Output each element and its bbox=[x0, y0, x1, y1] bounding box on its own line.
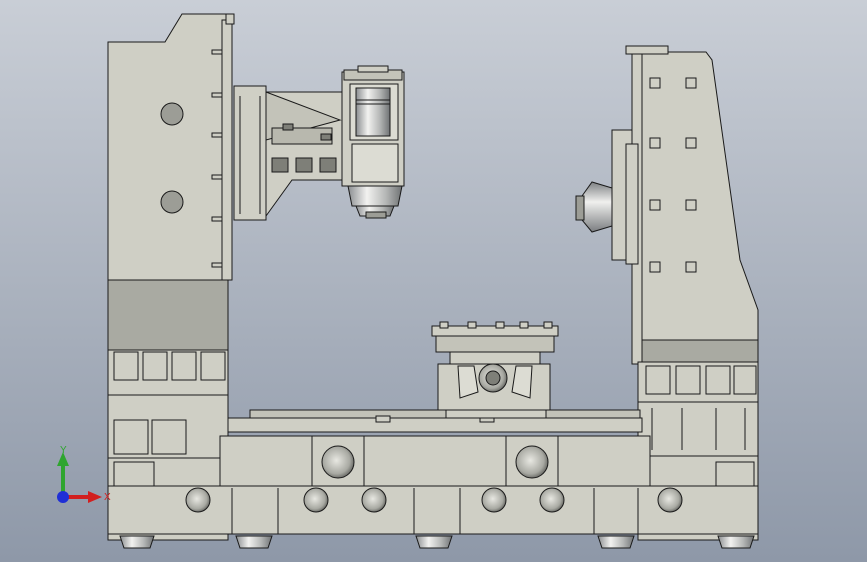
rotary-table-assembly[interactable] bbox=[431, 321, 559, 419]
coordinate-triad: Y X bbox=[57, 445, 111, 503]
leveling-feet bbox=[119, 535, 755, 549]
spindle-head-assembly[interactable] bbox=[233, 65, 405, 221]
x-axis-label: X bbox=[104, 492, 111, 503]
left-column[interactable] bbox=[107, 13, 235, 541]
y-axis-label: Y bbox=[60, 445, 67, 456]
machine-bed[interactable] bbox=[107, 409, 759, 535]
